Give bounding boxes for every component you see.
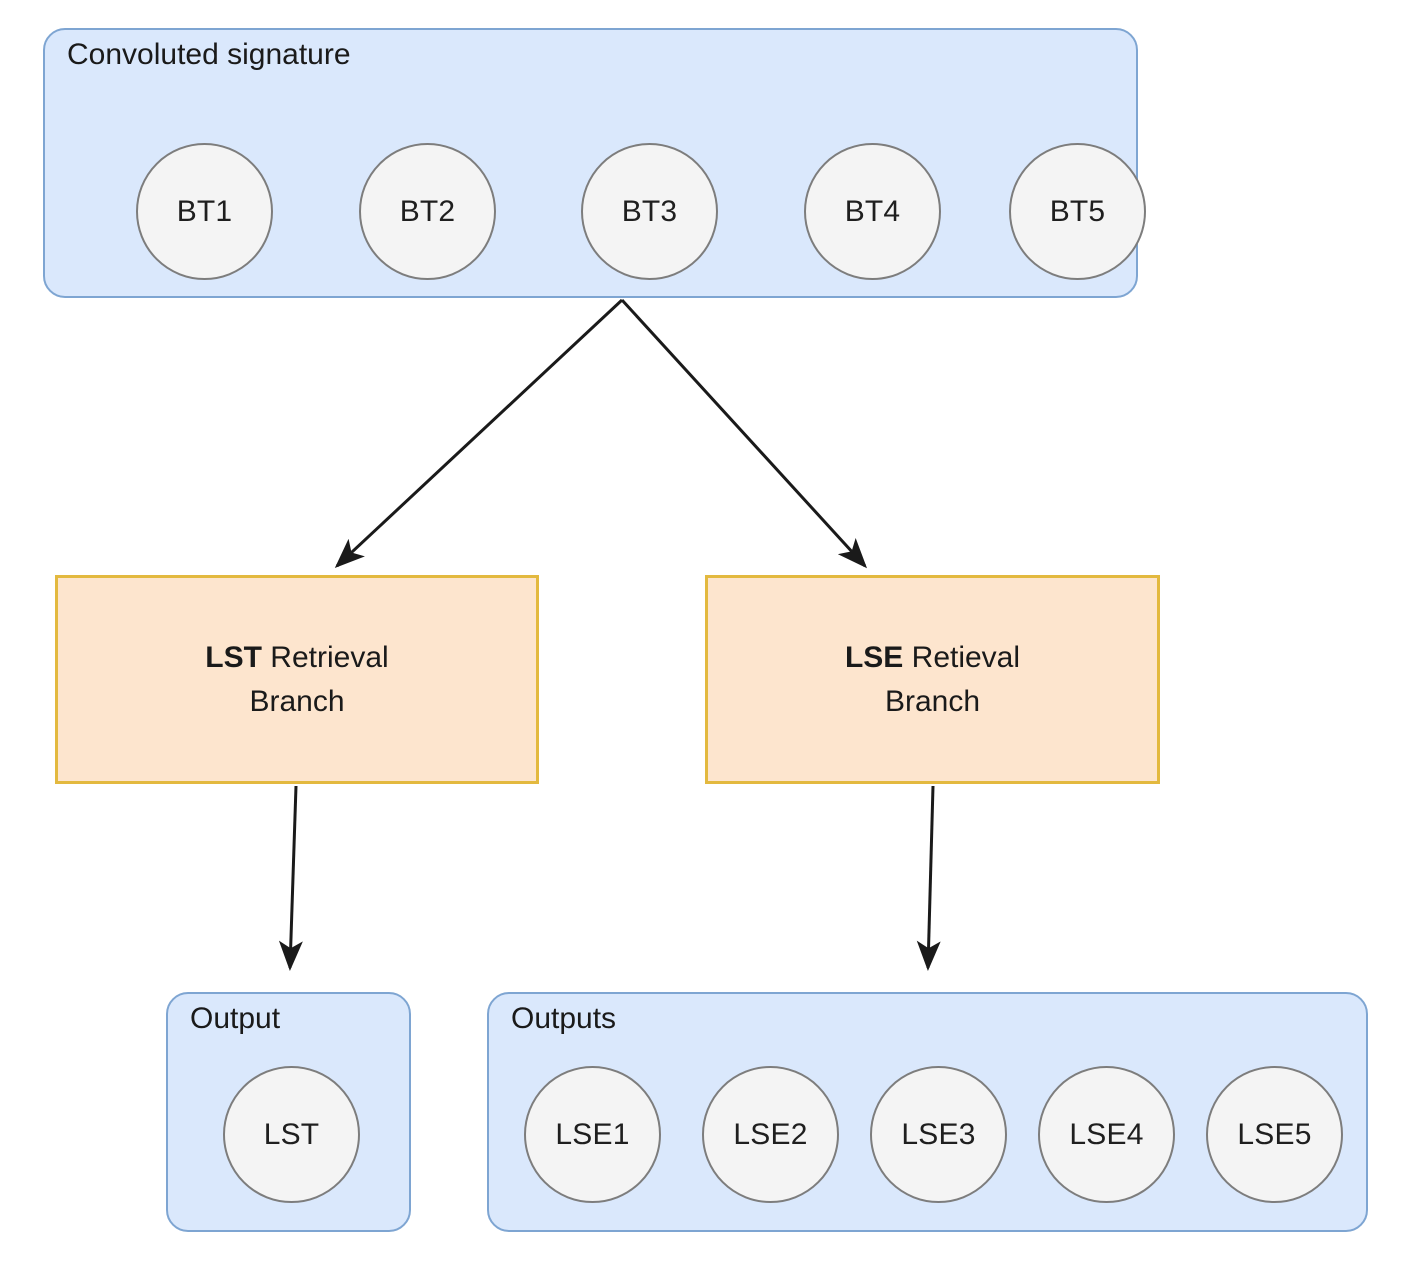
outputs-group[interactable]: Outputs LSE1 LSE2 LSE3 LSE4 LSE5 [487,992,1368,1232]
lse-branch-line2: Branch [884,684,981,718]
outputs-group-label: Outputs [511,1002,617,1035]
node-bt4[interactable]: BT4 [804,143,941,280]
output-group[interactable]: Output LST [166,992,411,1232]
node-lse3[interactable]: LSE3 [870,1066,1007,1203]
node-bt3[interactable]: BT3 [581,143,718,280]
lst-branch-emphasis: LST [205,641,262,674]
arrow-lst-branch-to-output [278,785,303,971]
lst-branch-line2: Branch [249,684,345,718]
node-lse2[interactable]: LSE2 [702,1066,839,1203]
lst-branch-rest: Retrieval [261,641,389,674]
node-bt1[interactable]: BT1 [136,143,273,280]
convoluted-signature-group[interactable]: Convoluted signature BT1 BT2 BT3 BT4 BT5 [43,28,1146,298]
arrow-signature-to-lse-branch [620,298,868,569]
arrow-signature-to-lst-branch [334,298,624,569]
node-bt5[interactable]: BT5 [1009,143,1146,280]
lse-branch-rest: Retieval [903,641,1021,674]
node-lst[interactable]: LST [223,1066,360,1203]
lst-branch-text: LST Retrieval Branch [205,636,388,723]
node-lse4[interactable]: LSE4 [1038,1066,1175,1203]
lse-retrieval-branch-box[interactable]: LSE Retieval Branch [705,575,1160,784]
node-lse5[interactable]: LSE5 [1206,1066,1343,1203]
arrow-lse-branch-to-outputs [916,785,941,971]
lst-retrieval-branch-box[interactable]: LST Retrieval Branch [55,575,539,784]
node-lse1[interactable]: LSE1 [524,1066,661,1203]
output-group-label: Output [190,1002,281,1035]
node-bt2[interactable]: BT2 [359,143,496,280]
lse-branch-text: LSE Retieval Branch [845,636,1020,723]
lse-branch-emphasis: LSE [844,641,904,674]
convoluted-signature-label: Convoluted signature [67,38,351,71]
